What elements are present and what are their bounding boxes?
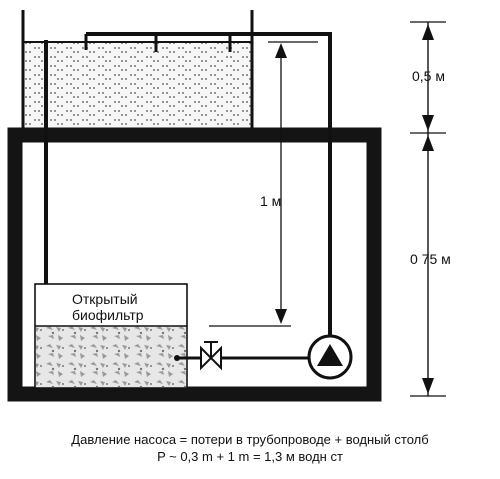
dimension-0-5-label: 0,5 м [412,68,445,84]
biofilter-box [34,283,188,389]
upper-tank [21,10,254,136]
dimension-1m-label: 1 м [260,193,281,209]
lower-frame [7,127,382,402]
dimension-1m [209,41,318,327]
pump-icon [307,334,353,380]
valve-icon [200,341,222,371]
suction-line [174,355,308,361]
dimension-right [410,21,446,397]
caption-line1: Давление насоса = потери в трубопроводе … [71,432,428,447]
dimension-0-75-label: 0 75 м [410,251,451,267]
biofilter-label-line1: Открытый [72,291,138,307]
spray-pipe [84,32,332,336]
caption-line2: P ~ 0,3 m + 1 m = 1,3 м водн ст [157,449,343,464]
biofilter-label-line2: биофильтр [72,307,144,323]
